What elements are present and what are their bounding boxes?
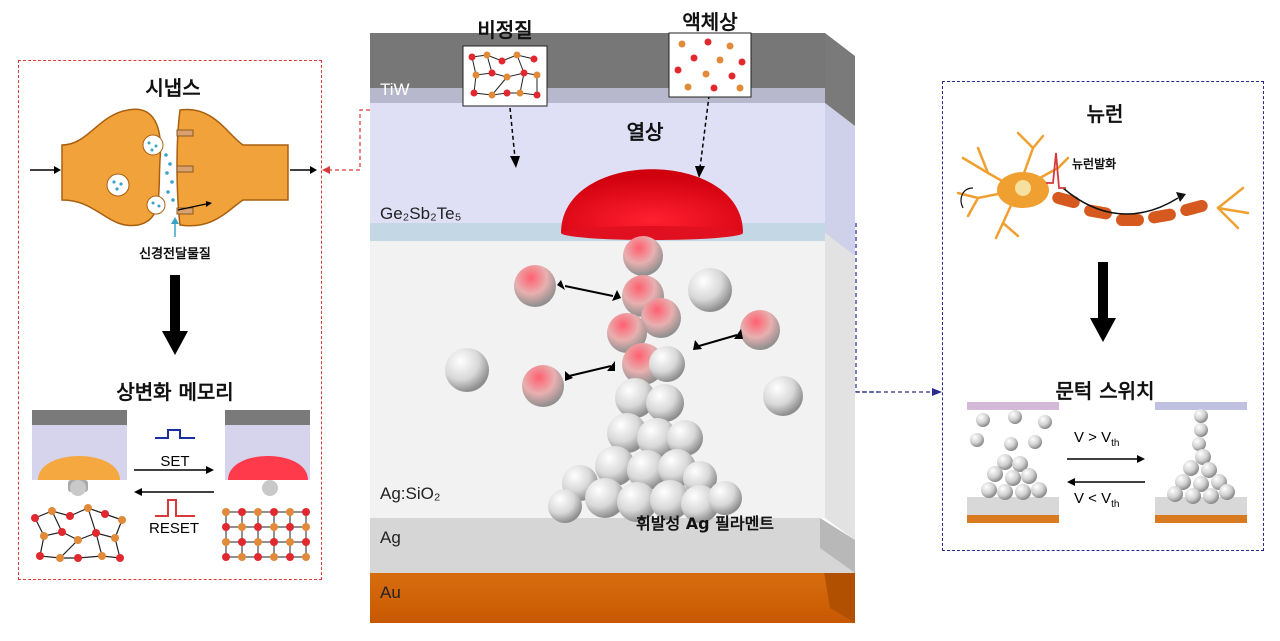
- layer-agsio2: Ag:SiO₂: [380, 484, 441, 503]
- layer-gst: Ge₂Sb₂Te₅: [380, 204, 462, 223]
- reset-label: RESET: [148, 520, 199, 537]
- neuron-illustration: [956, 131, 1250, 240]
- v-greater-label: V > Vth: [1074, 429, 1120, 449]
- layer-ag: Ag: [380, 528, 401, 547]
- amorphous-label: 비정질: [477, 18, 533, 42]
- switch-title: 문턱 스위치: [1055, 379, 1155, 403]
- synapse-panel: [18, 60, 322, 580]
- neuron-title: 뉴런: [1086, 102, 1124, 126]
- firing-label: 뉴런발화: [1072, 157, 1117, 171]
- filament-label: 휘발성 Ag 필라멘트: [636, 514, 775, 533]
- neuron-panel: [942, 81, 1264, 551]
- threshold-switch-illustration: [967, 402, 1247, 523]
- liquid-label: 액체상: [682, 10, 738, 34]
- v-less-label: V < Vth: [1074, 490, 1120, 510]
- liquid-inset: [668, 32, 752, 98]
- connector-right-arrow: [856, 388, 942, 396]
- layer-au: Au: [380, 583, 401, 602]
- layer-tiw: TiW: [380, 80, 410, 99]
- down-arrow-icon: [162, 275, 188, 355]
- synapse-illustration: [30, 108, 317, 237]
- neurotransmitter-label: 신경전달물질: [139, 247, 211, 262]
- pcm-illustration: [31, 410, 310, 562]
- postsynaptic-terminal: [176, 108, 289, 227]
- down-arrow-icon: [1090, 262, 1116, 342]
- pcm-title: 상변화 메모리: [116, 380, 234, 404]
- set-label: SET: [160, 453, 190, 470]
- presynaptic-terminal: [61, 108, 162, 227]
- synapse-title: 시냅스: [145, 76, 201, 100]
- amorphous-inset: [462, 45, 548, 107]
- heat-label: 열상: [626, 120, 664, 144]
